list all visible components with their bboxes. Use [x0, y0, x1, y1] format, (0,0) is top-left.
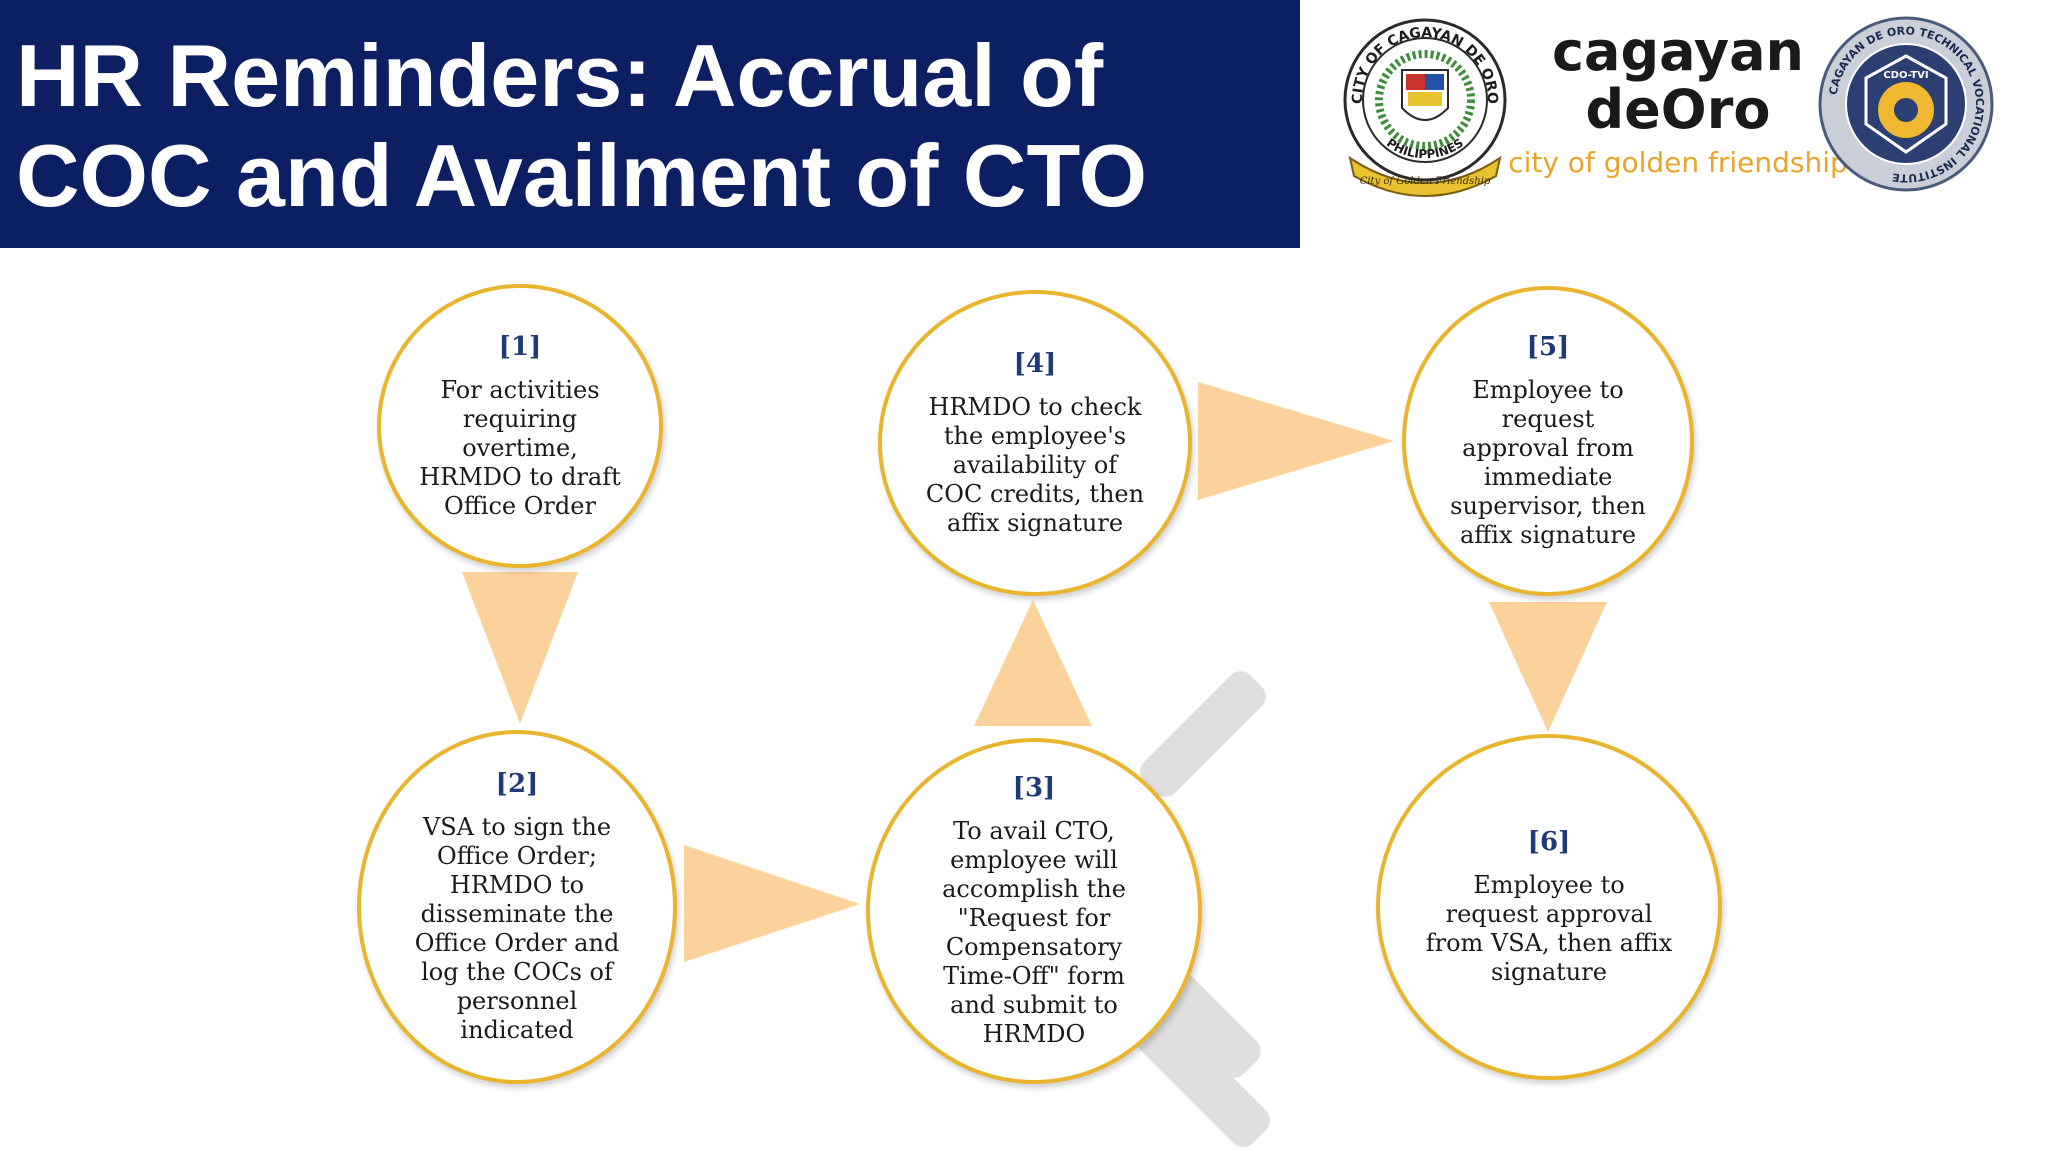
arrow-step4-to-step5 — [1198, 382, 1394, 500]
step-5-number: [5] — [1526, 332, 1570, 362]
page-title-line-1: HR Reminders: Accrual of — [16, 26, 1104, 125]
step-3-number: [3] — [1012, 773, 1056, 803]
arrow-step1-to-step2 — [462, 572, 578, 724]
step-4-number: [4] — [1013, 348, 1057, 379]
wordmark-line-1: cagayan — [1552, 20, 1804, 83]
step-6-number: [6] — [1527, 827, 1571, 857]
institute-logo: CAGAYAN DE ORO TECHNICAL VOCATIONAL INST… — [1818, 16, 1994, 192]
svg-text:City of Golden Friendship: City of Golden Friendship — [1360, 176, 1491, 187]
step-3-circle: [3] To avail CTO, employee will accompli… — [866, 738, 1202, 1084]
logo-area: CITY OF CAGAYAN DE ORO PHILIPPINES City … — [1330, 0, 2048, 248]
page-title-line-2: COC and Availment of CTO — [16, 126, 1148, 225]
cdo-wordmark-logo: cagayan deOro city of golden friendship — [1508, 22, 1848, 192]
step-5-text: Employee to request approval from immedi… — [1450, 376, 1646, 549]
title-banner: HR Reminders: Accrual of COC and Availme… — [0, 0, 1300, 248]
arrow-step3-to-step4 — [974, 600, 1092, 726]
city-seal-logo: CITY OF CAGAYAN DE ORO PHILIPPINES City … — [1343, 18, 1507, 197]
step-2-text: VSA to sign the Office Order; HRMDO to d… — [414, 813, 620, 1044]
step-1-circle: [1] For activities requiring overtime, H… — [377, 284, 663, 568]
arrow-step2-to-step3 — [684, 845, 860, 962]
step-3-text: To avail CTO, employee will accomplish t… — [942, 817, 1126, 1048]
step-6-text: Employee to request approval from VSA, t… — [1425, 871, 1673, 986]
wordmark-line-2: deOro — [1585, 78, 1771, 141]
page-title: HR Reminders: Accrual of COC and Availme… — [16, 26, 1286, 226]
arrow-step5-to-step6 — [1489, 602, 1607, 732]
step-2-circle: [2] VSA to sign the Office Order; HRMDO … — [357, 730, 677, 1084]
wordmark-tagline: city of golden friendship — [1508, 146, 1848, 179]
step-2-number: [2] — [495, 769, 539, 799]
step-6-circle: [6] Employee to request approval from VS… — [1376, 734, 1722, 1080]
step-4-circle: [4] HRMDO to check the employee's availa… — [878, 290, 1192, 596]
step-1-number: [1] — [498, 331, 542, 362]
step-5-circle: [5] Employee to request approval from im… — [1402, 286, 1694, 596]
svg-text:CDO-TVI: CDO-TVI — [1883, 70, 1928, 81]
step-4-text: HRMDO to check the employee's availabili… — [925, 392, 1145, 537]
step-1-text: For activities requiring overtime, HRMDO… — [419, 375, 621, 520]
